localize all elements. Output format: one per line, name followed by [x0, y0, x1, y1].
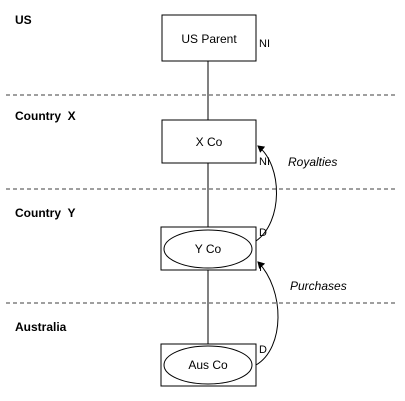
- purchases-arrow: [255, 261, 279, 366]
- royalties-arrow: [255, 145, 277, 242]
- region-label-australia: Australia: [15, 320, 67, 334]
- royalties-label: Royalties: [288, 155, 337, 169]
- region-label-country-y: Country Y: [15, 206, 75, 220]
- region-label-us: US: [15, 13, 32, 27]
- x-co-label: X Co: [196, 135, 223, 149]
- y-co-ellipse: [163, 229, 253, 269]
- x-co-box: [161, 119, 257, 164]
- y-co-label: Y Co: [195, 242, 222, 256]
- aus-co-label: Aus Co: [188, 358, 228, 372]
- aus-co-tag: D: [259, 344, 267, 356]
- us-parent-label: US Parent: [181, 32, 237, 46]
- aus-co-ellipse: [163, 345, 253, 385]
- x-co-tag: NI: [259, 156, 270, 168]
- us-parent-tag: NI: [259, 38, 270, 50]
- y-co-tag-top: D: [259, 227, 267, 239]
- purchases-label: Purchases: [290, 279, 347, 293]
- region-label-country-x: Country X: [15, 109, 76, 123]
- us-parent-box: [161, 14, 257, 62]
